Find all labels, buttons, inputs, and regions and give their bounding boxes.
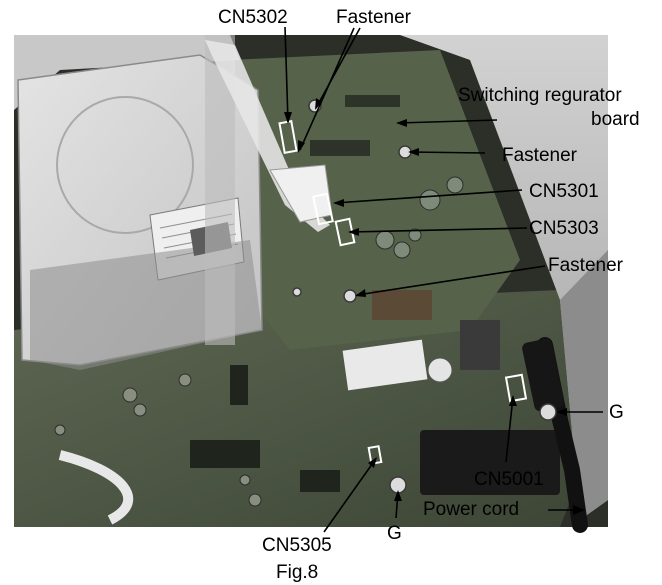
device-photo — [14, 35, 608, 533]
label-cn5001: CN5001 — [474, 469, 544, 490]
leader-lines — [284, 26, 603, 533]
label-g-bottom: G — [387, 523, 402, 544]
label-fastener-right-1: Fastener — [502, 145, 577, 166]
label-cn5305: CN5305 — [262, 535, 332, 556]
label-fastener-top: Fastener — [336, 7, 411, 28]
label-cn5303: CN5303 — [529, 218, 599, 239]
label-switching-board-1: Switching regurator — [458, 85, 622, 106]
label-fastener-right-2: Fastener — [548, 255, 623, 276]
label-power-cord: Power cord — [423, 499, 520, 520]
label-cn5302: CN5302 — [218, 7, 288, 28]
label-switching-board-2: board — [591, 109, 640, 130]
label-g-right: G — [609, 402, 624, 423]
label-cn5301: CN5301 — [529, 181, 599, 202]
figure-caption: Fig.8 — [276, 562, 319, 583]
disc-drive-hub — [56, 96, 194, 234]
leader-arrowheads — [284, 98, 585, 515]
